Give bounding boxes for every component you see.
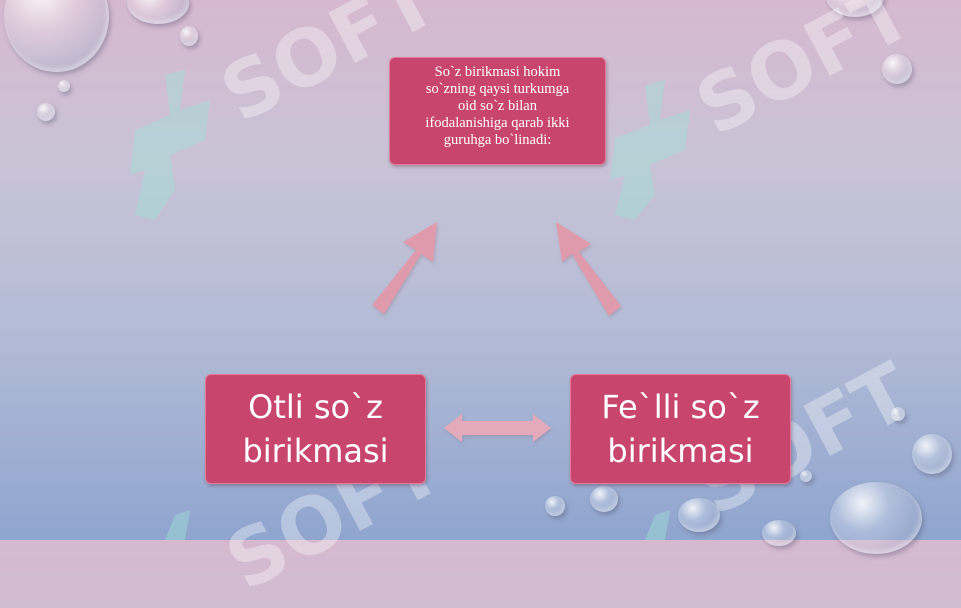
logo-mark-icon [130,70,210,220]
verb-phrase-line: birikmasi [607,432,754,470]
water-drop [180,26,198,46]
water-drop [590,486,618,512]
arrow-up-left-icon [372,222,437,314]
logo-mark-icon [165,510,190,540]
water-drop [800,470,812,482]
logo-mark-icon [610,80,690,220]
arrow-up-right-icon [556,222,621,316]
water-drop [912,434,952,474]
definition-line: ifodalanishiga qarab ikki [425,115,570,131]
water-drop [891,407,905,421]
noun-phrase-line: Otli so`z [248,388,383,426]
water-drop [37,103,55,121]
water-drop [826,0,884,17]
water-drop [882,54,912,84]
noun-phrase-box: Otli so`z birikmasi [205,374,426,484]
noun-phrase-line: birikmasi [242,432,389,470]
definition-line: So`z birikmasi hokim [434,64,561,80]
verb-phrase-box: Fe`lli so`z birikmasi [570,374,791,484]
definition-box: So`z birikmasi hokim so`zning qaysi turk… [389,57,606,165]
definition-line: guruhga bo`linadi: [443,132,552,148]
logo-mark-icon [645,510,670,540]
water-drop [58,80,70,92]
verb-phrase-line: Fe`lli so`z [601,388,760,426]
arrows-layer [372,222,621,442]
double-arrow-icon [444,414,551,442]
water-drop [545,496,565,516]
water-drop [678,498,720,532]
definition-line: so`zning qaysi turkumga [425,81,570,97]
definition-line: oid so`z bilan [458,98,537,114]
